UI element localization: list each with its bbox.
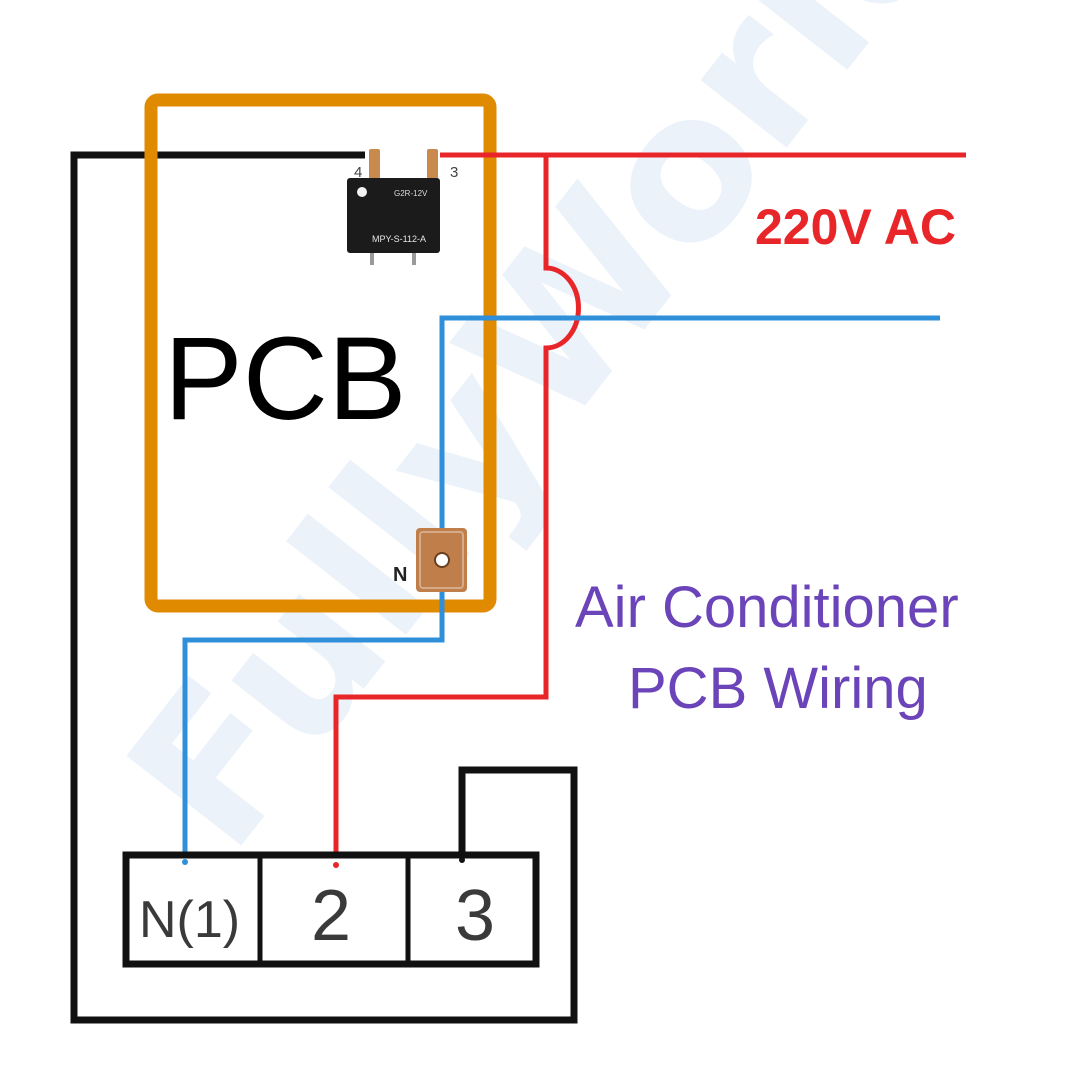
relay-pin-3-label: 3	[450, 164, 458, 181]
pcb-label: PCB	[164, 313, 407, 445]
relay-body-line-1: G2R-12V	[394, 189, 428, 198]
relay-logo-icon	[357, 187, 367, 197]
neutral-tab-hole-icon	[434, 552, 450, 568]
terminal-n1-label: N(1)	[139, 891, 240, 949]
relay-pin-3	[427, 149, 438, 179]
relay-pin-4-label: 4	[354, 164, 362, 181]
terminal-3-label: 3	[455, 876, 495, 956]
neutral-wire	[182, 315, 940, 862]
title-line-1: Air Conditioner	[575, 575, 959, 640]
supply-label: 220V AC	[755, 199, 956, 255]
pcb-board	[144, 93, 497, 613]
terminal-block: N(1) 2 3	[122, 851, 540, 968]
neutral-tab: N	[393, 528, 467, 592]
neutral-tab-label: N	[393, 564, 407, 586]
title-line-2: PCB Wiring	[628, 656, 928, 721]
terminal-2-label: 2	[311, 876, 351, 956]
relay-body	[347, 178, 440, 253]
terminal-block-frame	[122, 851, 540, 968]
relay-pin-4	[369, 149, 380, 179]
loop-wire	[70, 151, 578, 1024]
relay-body-line-2: MPY-S-112-A	[372, 234, 426, 244]
live-wire	[333, 152, 966, 865]
relay-component: G2R-12V MPY-S-112-A 4 3	[347, 149, 458, 265]
